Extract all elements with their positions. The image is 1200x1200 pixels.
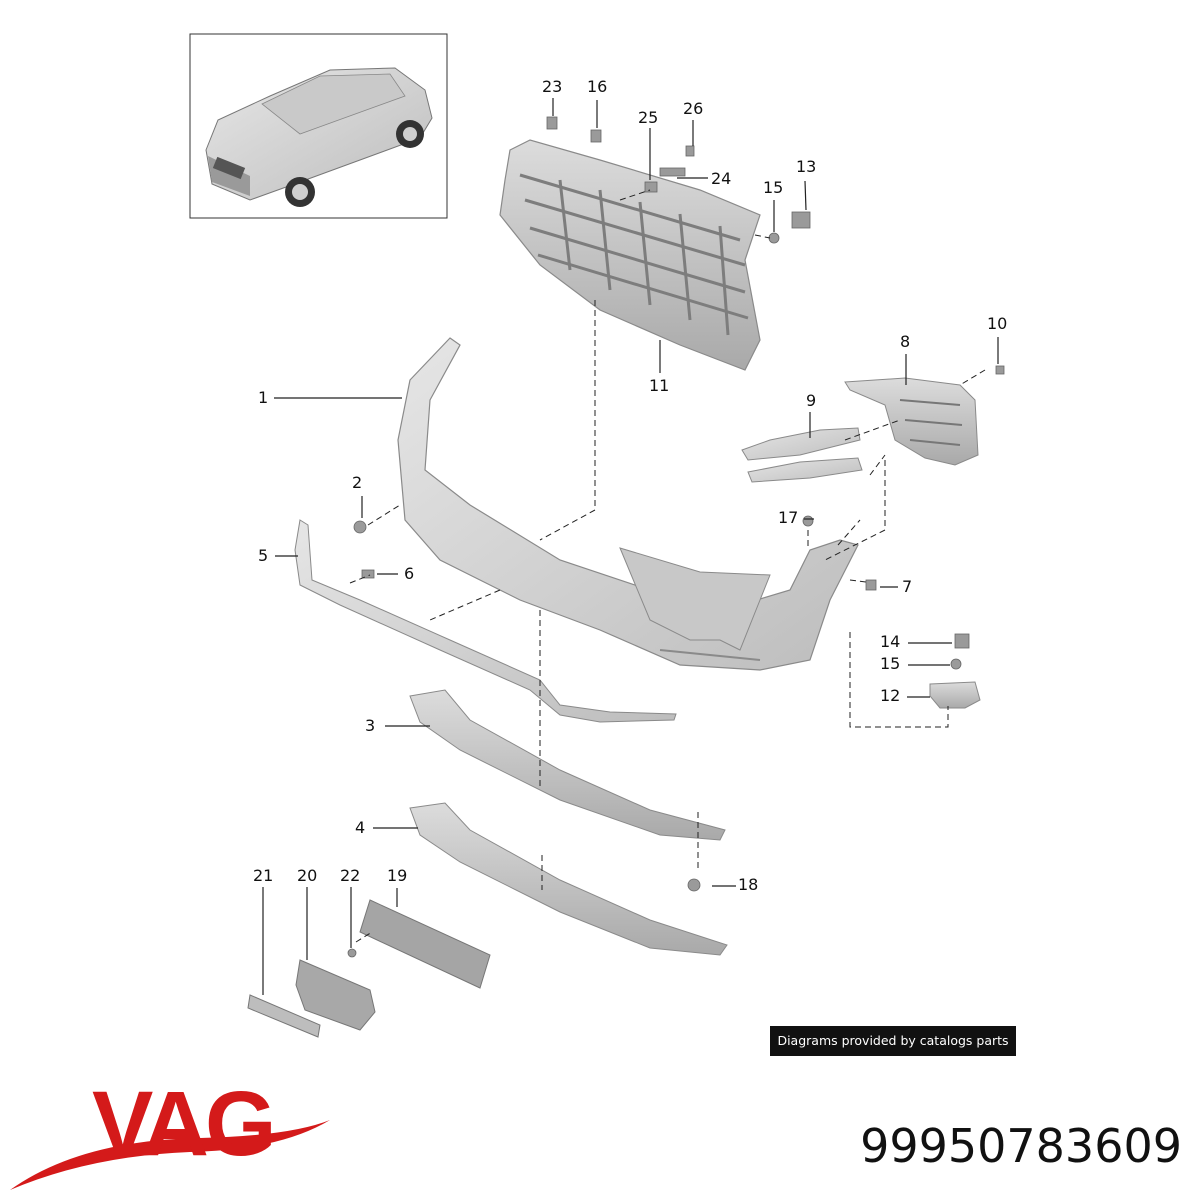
fastener-parts xyxy=(347,116,1005,958)
side-bracket-parts xyxy=(741,377,979,483)
callout-8: 8 xyxy=(900,332,911,351)
vehicle-thumbnail xyxy=(189,33,448,219)
bumper-cover-part xyxy=(397,337,859,671)
license-plate-parts xyxy=(247,899,491,1038)
callout-12: 12 xyxy=(880,686,901,705)
callout-1: 1 xyxy=(258,388,269,407)
grille-part xyxy=(499,139,761,371)
leader-lines xyxy=(262,98,999,995)
side-cover-part xyxy=(929,681,981,709)
lower-trim-strip-part xyxy=(294,519,677,723)
spoiler-lower-part xyxy=(409,802,728,956)
diagram-credit-banner: Diagrams provided by catalogs parts xyxy=(770,1026,1016,1056)
callout-25: 25 xyxy=(638,108,659,127)
brand-logo-swoosh xyxy=(10,1120,330,1190)
callout-14: 14 xyxy=(880,632,901,651)
callout-22: 22 xyxy=(340,866,361,885)
callout-16: 16 xyxy=(587,77,608,96)
callout-6: 6 xyxy=(404,564,415,583)
callout-9: 9 xyxy=(806,391,817,410)
callout-5: 5 xyxy=(258,546,269,565)
callout-20: 20 xyxy=(297,866,318,885)
callout-10: 10 xyxy=(987,314,1008,333)
spoiler-upper-part xyxy=(409,689,726,841)
callout-17: 17 xyxy=(778,508,799,527)
callout-4: 4 xyxy=(355,818,366,837)
callout-15-lower: 15 xyxy=(880,654,901,673)
callout-7: 7 xyxy=(902,577,913,596)
part-number: 99950783609 xyxy=(860,1119,1182,1173)
assembly-dashed-lines xyxy=(349,189,986,943)
callout-24: 24 xyxy=(711,169,732,188)
callout-15-upper: 15 xyxy=(763,178,784,197)
callout-21: 21 xyxy=(253,866,274,885)
callout-19: 19 xyxy=(387,866,408,885)
callout-3: 3 xyxy=(365,716,376,735)
brand-logo: VAG xyxy=(92,1073,277,1175)
callout-18: 18 xyxy=(738,875,759,894)
callout-11: 11 xyxy=(649,376,670,395)
callout-26: 26 xyxy=(683,99,704,118)
callout-23: 23 xyxy=(542,77,563,96)
callout-13: 13 xyxy=(796,157,817,176)
callout-2: 2 xyxy=(352,473,363,492)
